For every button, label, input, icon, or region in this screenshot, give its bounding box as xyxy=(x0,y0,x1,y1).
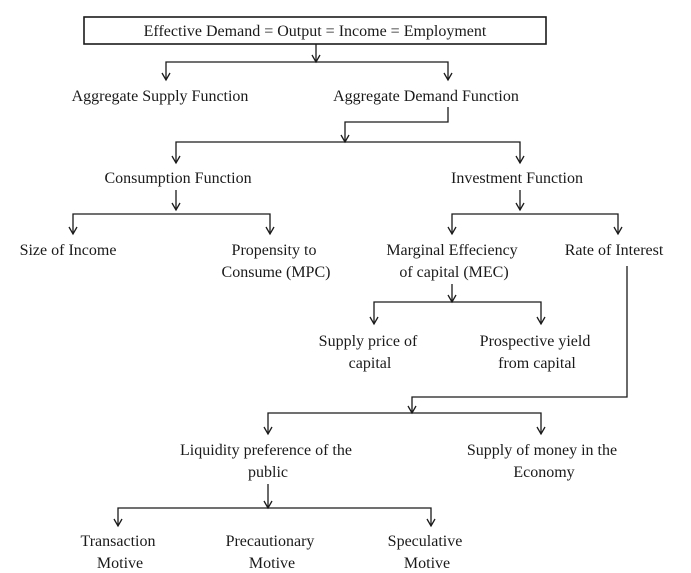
arrowhead-icon xyxy=(443,72,453,82)
root-box xyxy=(83,16,547,45)
node-size-of-income: Size of Income xyxy=(20,242,117,259)
arrowhead-icon xyxy=(171,202,181,212)
node-propensity: Propensity to Consume (MPC) xyxy=(222,242,331,281)
node-investment: Investment Function xyxy=(451,170,583,187)
node-speculative: Speculative Motive xyxy=(388,533,467,572)
node-prospective-yield: Prospective yield from capital xyxy=(480,333,595,372)
arrowhead-icon xyxy=(171,155,181,165)
arrowhead-icon xyxy=(113,518,123,528)
node-rate-of-interest: Rate of Interest xyxy=(565,242,664,259)
arrowhead-icon xyxy=(447,226,457,236)
arrowhead-icon xyxy=(311,54,321,64)
connector-level4-bar xyxy=(373,301,542,324)
arrowhead-icon xyxy=(515,155,525,165)
arrowhead-icon xyxy=(265,226,275,236)
connectors xyxy=(72,44,628,526)
node-aggregate-supply: Aggregate Supply Function xyxy=(72,88,249,105)
arrowhead-icon xyxy=(515,202,525,212)
arrowhead-icon xyxy=(536,426,546,436)
arrowhead-icon xyxy=(447,294,457,304)
connector-level1-bar xyxy=(165,61,449,80)
connector-roi-down xyxy=(411,266,628,413)
node-consumption: Consumption Function xyxy=(104,170,251,187)
connector-ad-down xyxy=(344,107,449,142)
arrowhead-icon xyxy=(161,72,171,82)
node-precautionary: Precautionary Motive xyxy=(226,533,319,572)
arrowhead-icon xyxy=(613,226,623,236)
node-transaction: Transaction Motive xyxy=(81,533,160,572)
node-supply-of-money: Supply of money in the Economy xyxy=(467,442,621,481)
arrowhead-icon xyxy=(369,316,379,326)
arrowhead-icon xyxy=(340,134,350,144)
arrowheads xyxy=(68,54,623,528)
arrowhead-icon xyxy=(426,518,436,528)
connector-level3b-bar xyxy=(451,213,619,234)
arrowhead-icon xyxy=(407,405,417,415)
arrowhead-icon xyxy=(263,426,273,436)
connector-level2-bar xyxy=(175,141,521,163)
connector-level5-bar xyxy=(267,412,542,434)
connector-level3a-bar xyxy=(72,213,271,234)
node-mec: Marginal Effeciency of capital (MEC) xyxy=(386,242,521,281)
node-aggregate-demand: Aggregate Demand Function xyxy=(333,88,519,105)
arrowhead-icon xyxy=(536,316,546,326)
node-supply-price: Supply price of capital xyxy=(319,333,422,372)
node-liquidity-preference: Liquidity preference of the public xyxy=(180,442,356,481)
arrowhead-icon xyxy=(68,226,78,236)
connector-level6-bar xyxy=(117,507,432,526)
root-label: Effective Demand = Output = Income = Emp… xyxy=(144,23,487,40)
arrowhead-icon xyxy=(263,500,273,510)
